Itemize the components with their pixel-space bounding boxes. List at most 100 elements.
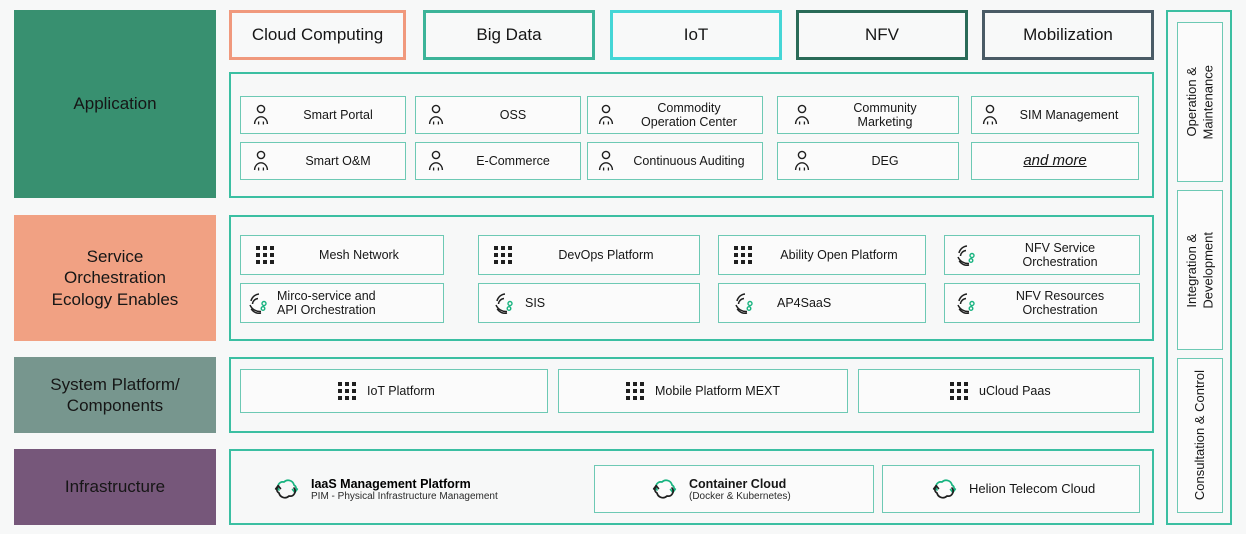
rail-item-consultation-control[interactable]: Consultation & Control (1177, 358, 1223, 513)
layer-label-infrastructure-text: Infrastructure (64, 477, 166, 497)
rail-item-label: Operation & Maintenance (1183, 64, 1215, 140)
infra-item-label: IaaS Management Platform (311, 476, 471, 491)
person-icon (596, 150, 616, 172)
svc-item-mesh-network[interactable]: Mesh Network (240, 235, 444, 275)
svc-item-nfv-resources-orchestration[interactable]: NFV Resources Orchestration (944, 283, 1140, 323)
cloud-icon (649, 476, 679, 502)
cloud-icon (929, 476, 959, 502)
infra-item-sublabel: PIM - Physical Infrastructure Management (311, 490, 498, 502)
layer-label-infrastructure: Infrastructure (14, 449, 216, 525)
app-item-commodity-operation-center[interactable]: Commodity Operation Center (587, 96, 763, 134)
person-icon (792, 104, 812, 126)
person-icon (426, 150, 446, 172)
tag-iot-label: IoT (683, 25, 709, 44)
sys-item-label: IoT Platform (367, 383, 435, 398)
infra-item-label: Container Cloud (689, 476, 787, 491)
sys-item-iot-platform[interactable]: IoT Platform (240, 369, 548, 413)
grid-icon (255, 245, 275, 265)
app-item-label: Smart O&M (305, 153, 371, 168)
app-item-oss[interactable]: OSS (415, 96, 581, 134)
svc-item-label: NFV Resources Orchestration (1015, 288, 1105, 317)
svc-item-sis[interactable]: SIS (478, 283, 700, 323)
tag-mobilization[interactable]: Mobilization (982, 10, 1154, 60)
person-icon (251, 150, 271, 172)
tag-mobilization-label: Mobilization (1023, 25, 1113, 44)
layer-label-system-platform-text: System Platform/ Components (50, 374, 180, 415)
app-item-label: OSS (499, 107, 527, 122)
svc-item-label: SIS (525, 295, 546, 310)
app-item-deg[interactable]: DEG (777, 142, 959, 180)
infra-item-sublabel: (Docker & Kubernetes) (689, 490, 791, 502)
infra-item-container-cloud[interactable]: Container Cloud (Docker & Kubernetes) (594, 465, 874, 513)
app-item-label: E-Commerce (476, 153, 550, 168)
orchestration-icon (955, 291, 981, 315)
svc-item-ap4saas[interactable]: AP4SaaS (718, 283, 926, 323)
rail-item-operation-maintenance[interactable]: Operation & Maintenance (1177, 22, 1223, 182)
cloud-icon (271, 476, 301, 502)
app-item-sim-management[interactable]: SIM Management (971, 96, 1139, 134)
orchestration-icon (493, 291, 519, 315)
app-item-e-commerce[interactable]: E-Commerce (415, 142, 581, 180)
application-panel: Smart Portal OSS Commodity Operation Cen… (229, 72, 1154, 198)
right-rail: Operation & Maintenance Integration & De… (1166, 10, 1232, 525)
app-item-label: and more (1023, 152, 1087, 170)
orchestration-icon (733, 291, 759, 315)
person-icon (980, 104, 1000, 126)
svc-item-micro-service-api-orchestration[interactable]: Mirco-service and API Orchestration (240, 283, 444, 323)
svc-item-ability-open-platform[interactable]: Ability Open Platform (718, 235, 926, 275)
layer-label-application: Application (14, 10, 216, 198)
person-icon (792, 150, 812, 172)
rail-item-integration-development[interactable]: Integration & Development (1177, 190, 1223, 350)
app-item-label: SIM Management (1019, 107, 1119, 122)
layer-label-service-orchestration: Service Orchestration Ecology Enables (14, 215, 216, 341)
svc-item-label: Mesh Network (319, 247, 399, 262)
service-orchestration-panel: Mesh Network DevOps Platform Ability Ope… (229, 215, 1154, 341)
app-item-smart-om[interactable]: Smart O&M (240, 142, 406, 180)
tag-cloud-computing-label: Cloud Computing (251, 25, 384, 44)
sys-item-label: uCloud Paas (979, 383, 1051, 398)
app-item-label: Continuous Auditing (633, 153, 745, 168)
svc-item-label: DevOps Platform (558, 247, 654, 262)
infra-item-helion-telecom-cloud[interactable]: Helion Telecom Cloud (882, 465, 1140, 513)
infra-item-label: Helion Telecom Cloud (969, 480, 1096, 496)
app-item-continuous-auditing[interactable]: Continuous Auditing (587, 142, 763, 180)
rail-item-label: Integration & Development (1183, 231, 1215, 309)
svc-item-nfv-service-orchestration[interactable]: NFV Service Orchestration (944, 235, 1140, 275)
infra-item-iaas-management-platform[interactable]: IaaS Management Platform PIM - Physical … (271, 465, 601, 513)
app-item-label: Smart Portal (303, 107, 373, 122)
person-icon (596, 104, 616, 126)
grid-icon (493, 245, 513, 265)
person-icon (251, 104, 271, 126)
app-item-community-marketing[interactable]: Community Marketing (777, 96, 959, 134)
layer-label-system-platform: System Platform/ Components (14, 357, 216, 433)
rail-item-label: Consultation & Control (1191, 370, 1207, 501)
app-item-label: Commodity Operation Center (641, 100, 737, 129)
tag-nfv-label: NFV (865, 25, 899, 44)
app-item-label: DEG (871, 153, 899, 168)
orchestration-icon (955, 243, 981, 267)
tag-cloud-computing[interactable]: Cloud Computing (229, 10, 406, 60)
svc-item-label: AP4SaaS (777, 295, 832, 310)
grid-icon (625, 381, 645, 401)
orchestration-icon (247, 291, 273, 315)
tag-big-data-label: Big Data (476, 25, 542, 44)
app-item-and-more[interactable]: and more (971, 142, 1139, 180)
svc-item-label: Mirco-service and API Orchestration (277, 288, 376, 317)
svc-item-devops-platform[interactable]: DevOps Platform (478, 235, 700, 275)
tag-big-data[interactable]: Big Data (423, 10, 595, 60)
sys-item-ucloud-paas[interactable]: uCloud Paas (858, 369, 1140, 413)
grid-icon (337, 381, 357, 401)
svc-item-label: Ability Open Platform (780, 247, 898, 262)
tag-nfv[interactable]: NFV (796, 10, 968, 60)
sys-item-label: Mobile Platform MEXT (655, 383, 781, 398)
app-item-smart-portal[interactable]: Smart Portal (240, 96, 406, 134)
layer-label-application-text: Application (73, 94, 157, 114)
svc-item-label: NFV Service Orchestration (1022, 240, 1098, 269)
person-icon (426, 104, 446, 126)
layer-label-service-orchestration-text: Service Orchestration Ecology Enables (51, 247, 179, 309)
tag-iot[interactable]: IoT (610, 10, 782, 60)
app-item-label: Community Marketing (853, 100, 917, 129)
sys-item-mobile-platform-mext[interactable]: Mobile Platform MEXT (558, 369, 848, 413)
infrastructure-panel: IaaS Management Platform PIM - Physical … (229, 449, 1154, 525)
